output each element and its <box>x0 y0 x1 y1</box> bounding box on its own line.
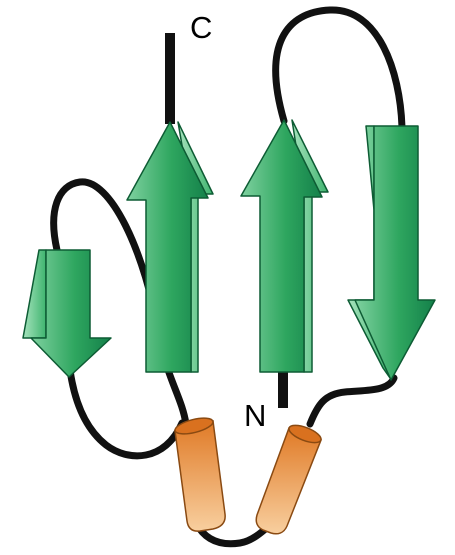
alpha-helix-1-body <box>174 420 226 532</box>
beta-strand-2-face <box>126 121 209 373</box>
loop-helix1-strand1 <box>66 366 186 460</box>
c-terminus-label: C <box>190 10 212 45</box>
loop-strand3-strand4 <box>272 6 406 131</box>
n-terminus-label: N <box>244 398 266 433</box>
loops <box>50 6 406 548</box>
loop-helix-turn <box>192 519 274 548</box>
beta-strand-3-face <box>240 119 323 373</box>
beta-strand-3 <box>240 119 329 373</box>
n-terminus: N <box>244 372 288 433</box>
alpha-helix-2-body <box>255 427 322 535</box>
beta-strand-2 <box>126 121 214 373</box>
c-terminus: C <box>165 10 212 124</box>
alpha-helix-2-cap <box>288 424 322 444</box>
beta-strand-4-face <box>354 125 436 381</box>
beta-strand-1 <box>22 249 112 378</box>
alpha-helix-2 <box>255 424 322 535</box>
alpha-helix-1 <box>174 417 226 532</box>
loop-strand4-helix2 <box>306 374 398 428</box>
alpha-helix-1-cap <box>174 417 214 435</box>
beta-strand-4 <box>347 125 436 381</box>
beta-strand-1-face <box>30 249 112 378</box>
loop-strand1-strand2 <box>50 178 190 428</box>
beta-strand-1-side <box>22 249 47 339</box>
